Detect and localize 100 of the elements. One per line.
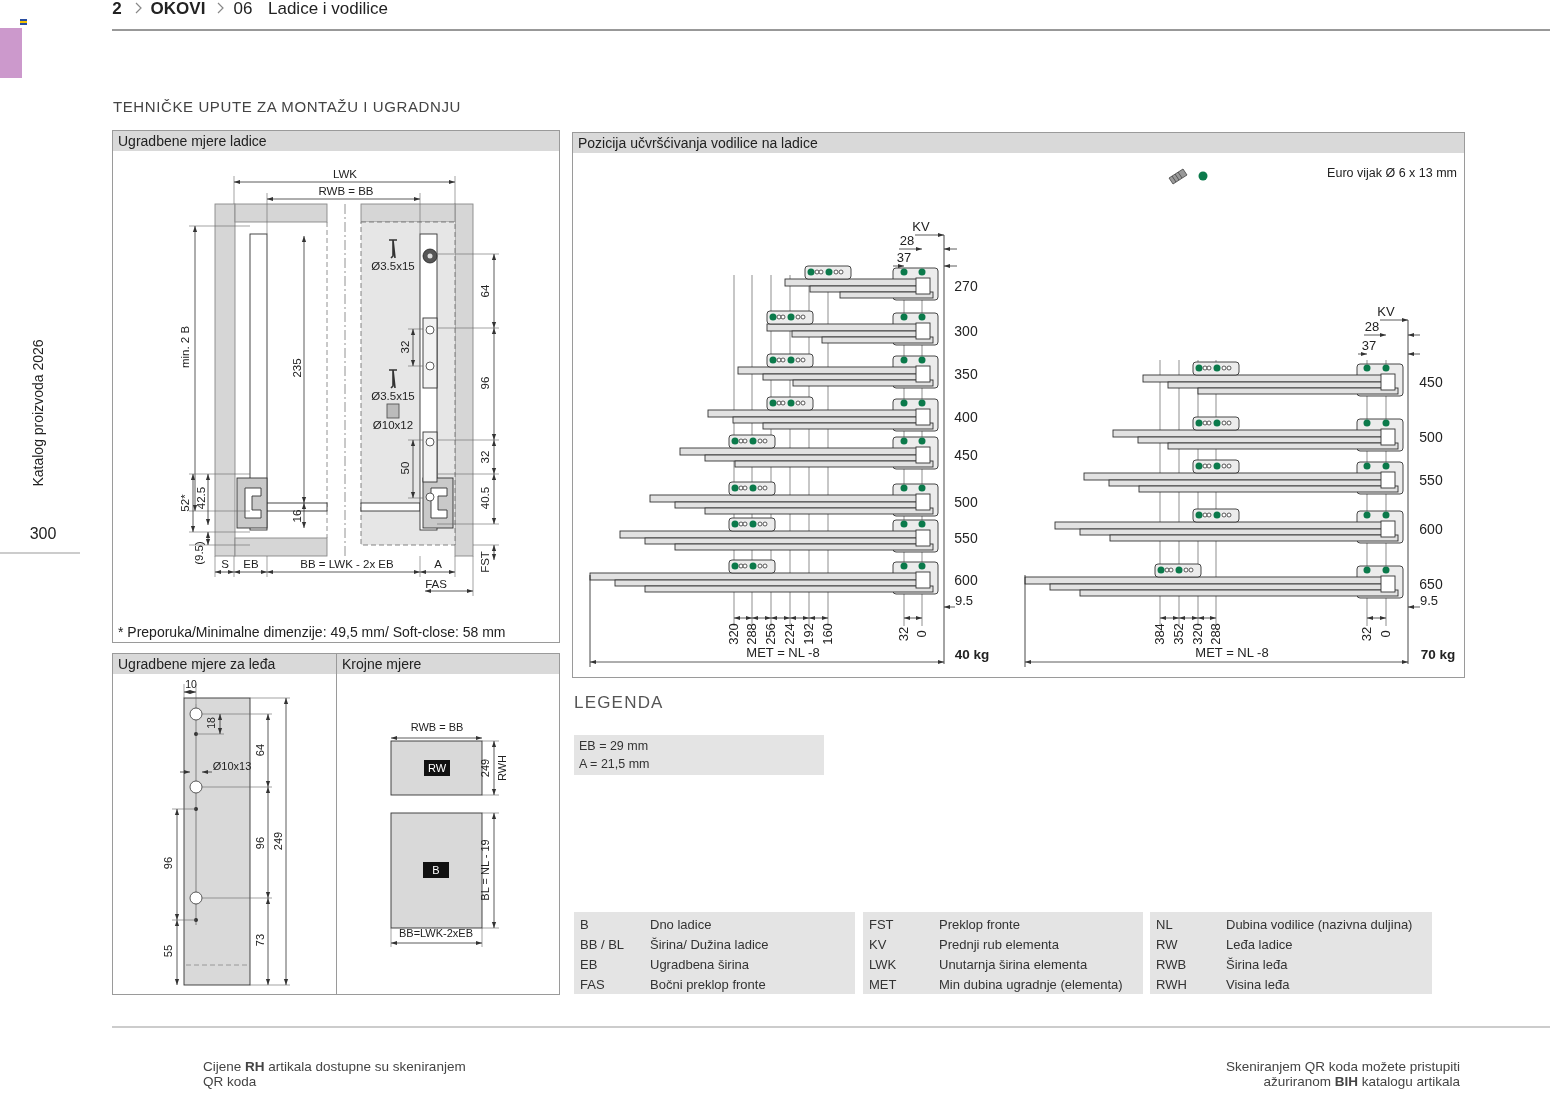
slide-length-label: 650 <box>1419 576 1443 592</box>
dimension-label: A <box>434 557 442 571</box>
abbreviation: FAS <box>580 976 606 992</box>
part-tag: B <box>423 862 449 878</box>
abbreviation-meaning: Unutarnja širina elementa <box>939 956 1089 972</box>
page-number: 300 <box>29 525 57 543</box>
abbreviation: MET <box>869 976 898 992</box>
dimension-label: LWK <box>332 167 358 181</box>
breadcrumb-link: Ladice i vodilice <box>268 0 388 18</box>
slide-length-label: 400 <box>954 409 978 425</box>
dimension-label: 10 <box>185 679 197 691</box>
dimension-label: 96 <box>255 836 267 850</box>
dimension-label: 32 <box>1360 626 1374 642</box>
dimension-label: 64 <box>255 743 267 757</box>
footnote: * Preporuka/Minimalne dimenzije: 49,5 mm/ Soft-close: 58 mm <box>118 625 506 640</box>
abbreviation: FST <box>869 916 895 932</box>
dimension-label: BB = LWK - 2x EB <box>300 557 394 571</box>
dimension-label: 42.5 <box>194 486 208 510</box>
dimension-label: 55 <box>163 944 175 958</box>
dimension-label: 0 <box>915 630 929 638</box>
dimension-label: 352 <box>1172 623 1186 645</box>
dimension-label: 224 <box>783 623 797 645</box>
abbreviation: LWK <box>869 956 898 972</box>
panel-header: Ugradbene mjere ladice <box>113 131 559 151</box>
dimension-label: 320 <box>1191 623 1205 645</box>
breadcrumb-number: 06 <box>233 0 253 18</box>
abbreviation: KV <box>869 936 888 952</box>
dimension-label: 16 <box>290 509 304 523</box>
slide-length-label: 350 <box>954 366 978 382</box>
figure-panel <box>112 130 560 643</box>
slide-length-label: 550 <box>1419 472 1443 488</box>
hole-size-label: Ø10x13 <box>212 761 252 773</box>
dimension-label: 37 <box>1361 339 1377 353</box>
dimension-label: KV <box>1377 305 1395 319</box>
abbreviation-meaning: Ugradbena širina <box>650 956 750 972</box>
panel-header: Ugradbene mjere za leđa <box>113 654 336 674</box>
abbreviation-meaning: Širina leđa <box>1226 956 1289 972</box>
dimension-label: 32 <box>398 339 412 355</box>
dowel-size-label: Ø10x12 <box>371 418 415 432</box>
slide-length-label: 450 <box>1419 374 1443 390</box>
slide-length-label: 600 <box>954 572 978 588</box>
abbreviation-meaning: Visina leđa <box>1226 976 1291 992</box>
screw-size-label: Ø3.5x15 <box>370 259 416 273</box>
figure-panel <box>336 653 560 995</box>
dimension-label: 96 <box>478 376 492 390</box>
abbreviation-table <box>863 912 1143 994</box>
dimension-label: 256 <box>764 623 778 645</box>
abbreviation-meaning: Prednji rub elementa <box>939 936 1060 952</box>
figure-panel <box>572 132 1465 678</box>
legend-entry: A = 21,5 mm <box>579 756 651 773</box>
abbreviation-meaning: Bočni preklop fronte <box>650 976 767 992</box>
dimension-label: 64 <box>478 284 492 298</box>
slide-length-label: 450 <box>954 447 978 463</box>
slide-length-label: 600 <box>1419 521 1443 537</box>
footer-note: Cijene RH artikala dostupne su skeniranjem QR koda <box>203 1060 467 1090</box>
dimension-label: 249 <box>273 831 285 851</box>
dimension-label: 37 <box>896 251 912 265</box>
screw-size-label: Ø3.5x15 <box>370 389 416 403</box>
dimension-label: 28 <box>899 234 915 248</box>
dimension-label: 9.5 <box>1419 594 1439 608</box>
legend-note: Euro vijak Ø 6 x 13 mm <box>1327 167 1457 181</box>
dimension-label: 50 <box>398 460 412 476</box>
dimension-label: BL = NL - 19 <box>480 839 492 901</box>
dimension-label: 288 <box>1209 623 1223 645</box>
side-caption: Katalog proizvoda 2026 <box>30 339 46 487</box>
dimension-label: 384 <box>1153 623 1167 645</box>
abbreviation: RWH <box>1156 976 1188 992</box>
dimension-label: RWH <box>497 754 509 782</box>
part-tag: RW <box>424 760 450 776</box>
dimension-label: 32 <box>897 626 911 642</box>
breadcrumb-link: OKOVI <box>150 0 206 18</box>
abbreviation: EB <box>580 956 599 972</box>
dimension-label: 160 <box>821 623 835 645</box>
dimension-label: KV <box>912 220 930 234</box>
dimension-label: EB <box>243 557 259 571</box>
dimension-label: 32 <box>478 450 492 464</box>
figure-panel <box>112 653 337 995</box>
slide-length-label: 270 <box>954 278 978 294</box>
dimension-label: (9.5) <box>192 541 206 565</box>
section-title: TEHNIČKE UPUTE ZA MONTAŽU I UGRADNJU <box>113 99 461 115</box>
dimension-label: 40.5 <box>478 486 492 510</box>
dimension-label: 18 <box>206 716 218 730</box>
dimension-label: MET = NL -8 <box>746 646 820 660</box>
dimension-label: S <box>221 557 229 571</box>
dimension-label: BB=LWK-2xEB <box>398 928 474 940</box>
abbreviation-meaning: Preklop fronte <box>939 916 1021 932</box>
abbreviation-meaning: Širina/ Dužina ladice <box>650 936 770 952</box>
dimension-label: RWB = BB <box>318 184 374 198</box>
panel-header: Krojne mjere <box>337 654 559 674</box>
dimension-label: 288 <box>745 623 759 645</box>
breadcrumb-number: 2 <box>112 0 122 18</box>
slide-length-label: 500 <box>1419 429 1443 445</box>
slide-length-label: 500 <box>954 494 978 510</box>
slide-length-label: 300 <box>954 323 978 339</box>
dimension-label: 320 <box>727 623 741 645</box>
dimension-label: 28 <box>1364 320 1380 334</box>
legend-heading: LEGENDA <box>574 693 664 713</box>
slide-length-label: 550 <box>954 530 978 546</box>
dimension-label: 52* <box>178 494 192 512</box>
abbreviation: BB / BL <box>580 936 626 952</box>
